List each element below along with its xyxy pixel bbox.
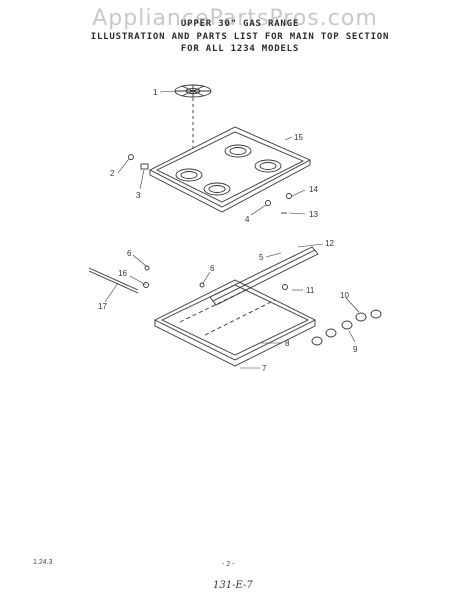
control-knobs [311,309,382,346]
igniter-rod [88,267,149,294]
callout-6b: 6 [210,264,215,273]
callout-1: 1 [153,88,158,97]
handwritten-note: 131-E-7 [213,580,253,591]
callout-9: 9 [353,345,358,354]
callout-15: 15 [294,133,303,142]
manifold [209,246,319,306]
callout-7: 7 [262,364,267,373]
callout-4: 4 [245,215,250,224]
callout-16: 16 [118,269,127,278]
callout-10: 10 [340,291,349,300]
callout-6a: 6 [127,249,132,258]
callout-14: 14 [309,185,318,194]
main-top [149,126,312,213]
callout-3: 3 [136,191,141,200]
page-number: - 2 - [222,561,235,568]
header-line-3: FOR ALL 1234 MODELS [180,44,300,54]
small-hardware [128,154,292,290]
callout-13: 13 [309,210,318,219]
callout-17: 17 [98,302,107,311]
leader-lines [104,90,360,369]
watermark: AppliancePartsPros.com [92,6,378,31]
burner-grate [174,84,212,98]
callout-2: 2 [110,169,115,178]
header-line-1: UPPER 30" GAS RANGE [180,19,300,29]
header-line-2: ILLUSTRATION AND PARTS LIST FOR MAIN TOP… [90,32,390,42]
callout-11: 11 [306,286,315,295]
callout-12: 12 [325,239,334,248]
surface-burner-rings [175,144,282,196]
burner-box [153,279,317,367]
callout-5: 5 [259,253,264,262]
footer-code: 1.24.3 [33,559,53,566]
callout-8: 8 [285,339,290,348]
